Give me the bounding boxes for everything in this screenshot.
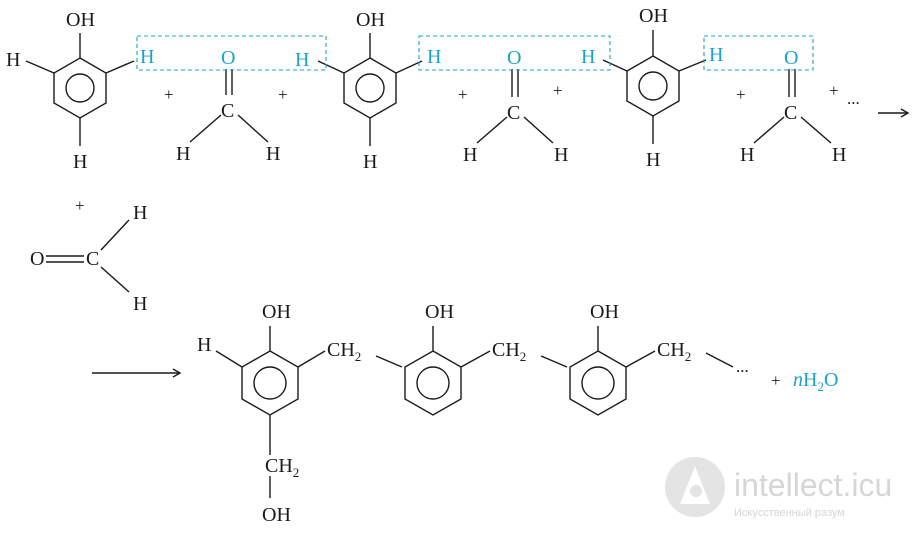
- hydrogen-label: H: [832, 144, 846, 166]
- watermark-brand: intellect.icu: [734, 467, 892, 503]
- formaldehyde-4: O C H H: [30, 202, 147, 315]
- product-ring-1: OH H CH2 OH: [197, 301, 326, 526]
- product-ring-2: OH: [404, 301, 491, 416]
- hydrogen-label: H: [740, 144, 754, 166]
- carbon-label: C: [86, 248, 99, 270]
- hydroxyl-label: OH: [425, 301, 454, 323]
- oxygen-label: O: [507, 47, 521, 69]
- hydrogen-label: H: [6, 49, 20, 71]
- oxygen-label: O: [221, 47, 235, 69]
- phenol-2: OH H H H: [295, 9, 441, 173]
- hydrogen-label: H: [197, 334, 211, 356]
- plus-sign: +: [278, 85, 288, 104]
- plus-sign: +: [75, 196, 85, 215]
- water-label: nH2O: [793, 369, 838, 394]
- hydroxyl-label: OH: [66, 9, 95, 31]
- reaction-arrow: [92, 368, 182, 378]
- continuation-dots: ...: [847, 89, 860, 108]
- reactive-hydrogen-label: H: [709, 44, 723, 66]
- formaldehyde-1: O C H H: [176, 47, 280, 165]
- carbon-label: C: [221, 100, 234, 122]
- methylene-label: CH2: [657, 339, 691, 364]
- plus-sign: +: [829, 81, 839, 100]
- plus-sign: +: [771, 371, 781, 390]
- reaction-arrow: [878, 108, 910, 118]
- hydrogen-label: H: [133, 202, 147, 224]
- phenol-1: OH H H H: [6, 9, 154, 173]
- carbon-label: C: [784, 102, 797, 124]
- plus-sign: +: [736, 85, 746, 104]
- hydrogen-label: H: [463, 144, 477, 166]
- hydroxyl-label: OH: [356, 9, 385, 31]
- hydroxyl-label: OH: [590, 301, 619, 323]
- oxygen-label: O: [30, 248, 44, 270]
- watermark-tagline: Искусственный разум: [734, 507, 845, 519]
- condensation-box-1: [136, 35, 327, 71]
- product-ring-3: OH: [569, 301, 656, 416]
- phenol-3: OH H H H: [581, 5, 723, 171]
- carbon-label: C: [507, 102, 520, 124]
- reactive-hydrogen-label: H: [295, 49, 309, 71]
- hydroxyl-label: OH: [262, 301, 291, 323]
- plus-sign: +: [458, 85, 468, 104]
- hydrogen-label: H: [554, 144, 568, 166]
- hydrogen-label: H: [73, 151, 87, 173]
- methylene-label: CH2: [327, 339, 361, 364]
- continuation-dots: ...: [736, 357, 749, 376]
- reactive-hydrogen-label: H: [581, 46, 595, 68]
- formaldehyde-2: O C H H: [463, 47, 568, 166]
- hydrogen-label: H: [133, 293, 147, 315]
- formaldehyde-3: O C H H: [740, 47, 846, 166]
- hydrogen-label: H: [363, 151, 377, 173]
- hydroxyl-label: OH: [639, 5, 668, 27]
- reactive-hydrogen-label: H: [427, 46, 441, 68]
- oxygen-label: O: [784, 47, 798, 69]
- plus-sign: +: [164, 85, 174, 104]
- hydrogen-label: H: [646, 149, 660, 171]
- hydroxyl-label: OH: [262, 504, 291, 526]
- methylene-label: CH2: [492, 339, 526, 364]
- methylene-label: CH2: [265, 455, 299, 480]
- hydrogen-label: H: [266, 143, 280, 165]
- reactive-hydrogen-label: H: [140, 46, 154, 68]
- watermark-logo: intellect.icu Искусственный разум: [665, 457, 892, 519]
- condensation-box-3: [703, 35, 814, 71]
- plus-sign: +: [553, 81, 563, 100]
- hydrogen-label: H: [176, 143, 190, 165]
